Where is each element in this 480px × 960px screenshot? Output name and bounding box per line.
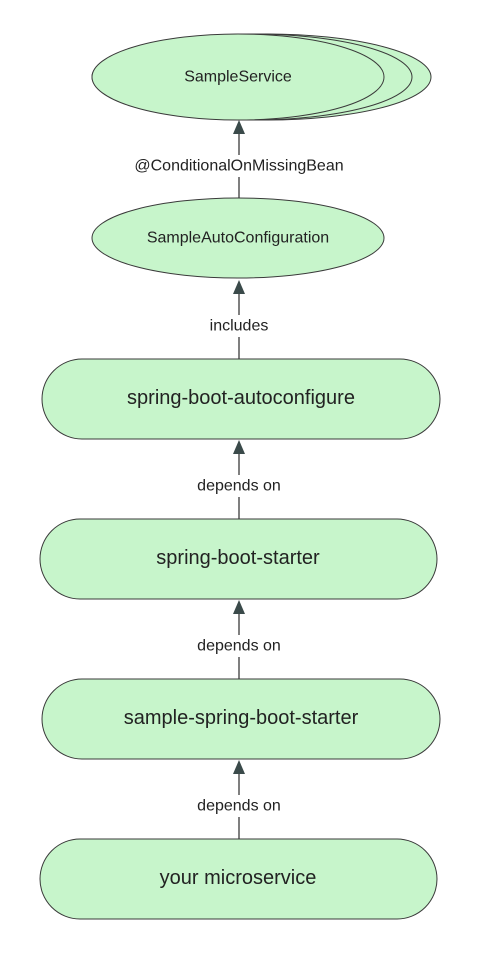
edge-label-bg <box>186 795 292 817</box>
edge-depends-on-1: depends on <box>186 440 292 520</box>
node-label-sample-auto-configuration: SampleAutoConfiguration <box>147 230 329 247</box>
node-pill <box>41 358 441 440</box>
edge-label-bg <box>186 635 292 657</box>
node-label-sample-spring-boot-starter: sample-spring-boot-starter <box>124 707 359 729</box>
node-pill <box>41 678 441 760</box>
edge-label-bg <box>200 315 278 337</box>
arrow-head <box>233 280 245 294</box>
edge-label-bg <box>186 475 292 497</box>
arrow-head <box>233 600 245 614</box>
node-sample-auto-configuration: SampleAutoConfiguration <box>91 197 385 279</box>
node-stack-front <box>91 33 385 121</box>
edge-conditional: @ConditionalOnMissingBean <box>128 120 350 200</box>
node-spring-boot-autoconfigure: spring-boot-autoconfigure <box>41 358 441 440</box>
node-your-microservice: your microservice <box>39 838 438 920</box>
edge-includes: includes <box>200 280 278 360</box>
edge-label-depends-on: depends on <box>197 798 281 815</box>
edge-label-conditional: @ConditionalOnMissingBean <box>134 158 343 175</box>
node-pill <box>39 838 438 920</box>
node-label-spring-boot-autoconfigure: spring-boot-autoconfigure <box>127 387 355 409</box>
edge-label-depends-on: depends on <box>197 638 281 655</box>
edge-depends-on-3: depends on <box>186 760 292 840</box>
node-spring-boot-starter: spring-boot-starter <box>39 518 438 600</box>
arrow-head <box>233 120 245 134</box>
node-sample-spring-boot-starter: sample-spring-boot-starter <box>41 678 441 760</box>
node-ellipse <box>91 197 385 279</box>
edge-depends-on-2: depends on <box>186 600 292 680</box>
edge-label-includes: includes <box>210 318 269 335</box>
node-sample-service: SampleService <box>91 33 432 121</box>
arrow-head <box>233 760 245 774</box>
edge-label-bg <box>128 155 350 177</box>
arrow-head <box>233 440 245 454</box>
node-pill <box>39 518 438 600</box>
edge-label-depends-on: depends on <box>197 478 281 495</box>
node-label-your-microservice: your microservice <box>160 867 317 889</box>
node-label-sample-service: SampleService <box>184 69 292 86</box>
node-label-spring-boot-starter: spring-boot-starter <box>156 547 320 569</box>
